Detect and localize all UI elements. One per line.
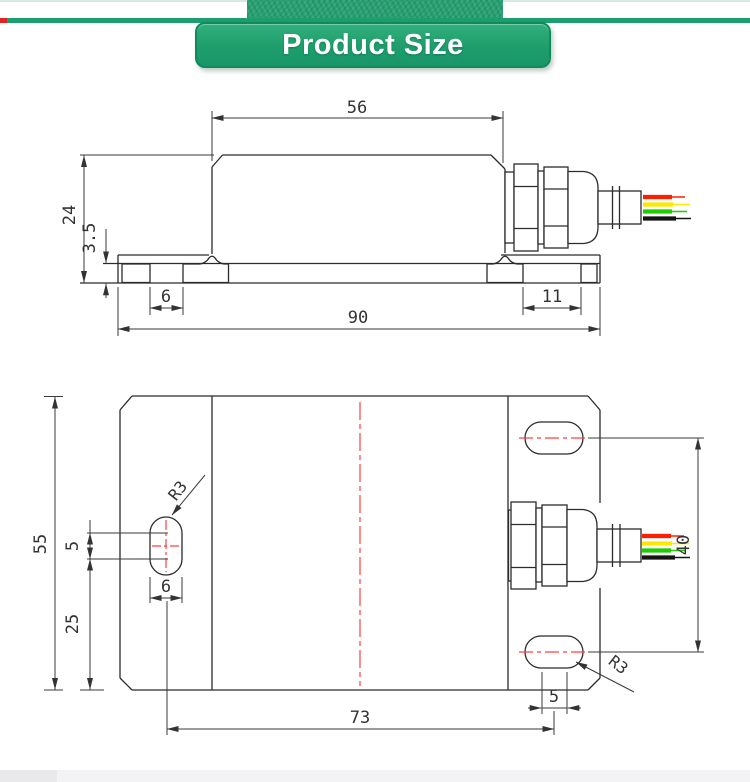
dim-24: 24 xyxy=(60,155,87,283)
dim-6-side: 6 xyxy=(149,287,184,315)
dim-label-3-5: 3.5 xyxy=(80,223,100,254)
dim-label-6-side: 6 xyxy=(161,287,171,307)
radius-callout-right: R3 xyxy=(575,651,635,693)
page-title: Product Size xyxy=(282,28,464,61)
dim-90: 90 xyxy=(117,287,601,336)
dim-73: 73 xyxy=(166,601,555,735)
dim-40: 40 xyxy=(588,437,704,653)
dim-5-left: 5 xyxy=(63,520,168,560)
dim-56: 56 xyxy=(211,98,504,163)
gland-dome xyxy=(566,508,598,583)
dim-label-5-left: 5 xyxy=(63,541,83,551)
gland-dome xyxy=(567,170,599,245)
dim-label-11: 11 xyxy=(542,287,562,307)
top-body-outline xyxy=(119,395,601,691)
left-mount-slot xyxy=(149,516,183,576)
dim-label-25: 25 xyxy=(63,614,83,634)
dim-label-24: 24 xyxy=(60,205,80,225)
dim-3-5: 3.5 xyxy=(80,223,109,298)
bottom-strip-block xyxy=(0,770,57,782)
dim-5-bottom: 5 xyxy=(528,672,581,714)
radius-callout-left: R3 xyxy=(164,474,206,516)
dim-label-40: 40 xyxy=(674,535,694,555)
dim-label-55: 55 xyxy=(31,534,51,554)
side-plate-hatching xyxy=(121,255,598,284)
dim-label-r3-right: R3 xyxy=(605,651,632,678)
side-view: 56 24 3.5 6 11 xyxy=(60,98,691,336)
dim-55: 55 xyxy=(31,396,63,691)
dim-label-56: 56 xyxy=(347,98,367,118)
dim-label-r3-left: R3 xyxy=(164,477,191,504)
bottom-strip xyxy=(0,770,750,782)
banner-red-tick xyxy=(0,18,7,23)
dim-label-5-bottom: 5 xyxy=(549,687,559,707)
banner-green-bar xyxy=(0,18,750,23)
wires-top xyxy=(642,533,690,560)
wires-side xyxy=(643,194,691,221)
cable-gland-top xyxy=(507,501,642,590)
dim-25: 25 xyxy=(63,558,104,691)
dim-11: 11 xyxy=(522,287,582,315)
top-view: R3 R3 xyxy=(31,395,704,735)
cable-gland-side xyxy=(504,163,642,252)
dim-label-73: 73 xyxy=(350,708,370,728)
right-mount-slot-bottom xyxy=(519,635,589,669)
dim-label-6-top: 6 xyxy=(161,577,171,597)
dim-label-90: 90 xyxy=(348,308,368,328)
right-mount-slot-top xyxy=(519,421,589,455)
dim-6-top-view: 6 xyxy=(149,577,183,603)
product-size-banner: Product Size xyxy=(195,22,551,68)
